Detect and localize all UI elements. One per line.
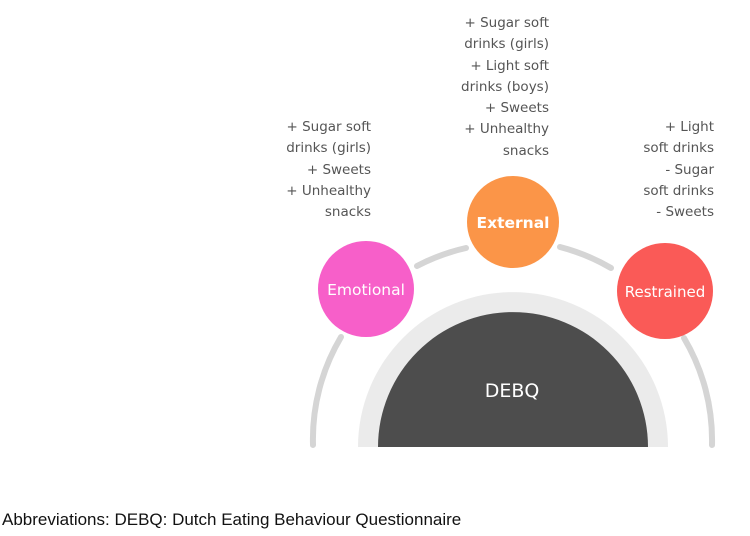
debq-center-shape: [378, 312, 648, 447]
restrained-circle: [617, 243, 713, 339]
restrained-effect-line: + Light: [664, 119, 714, 135]
outer-arc-left-top: [414, 245, 469, 269]
external-effect-line: + Light soft: [470, 57, 549, 74]
restrained-effect-line: - Sweets: [656, 204, 714, 221]
emotional-effects: + Sugar soft drinks (girls) + Sweets + U…: [286, 117, 371, 223]
emotional-effect-line: drinks (girls): [286, 140, 371, 157]
restrained-effect-line: soft drinks: [643, 140, 714, 157]
external-effects: + Sugar soft drinks (girls) + Light soft…: [461, 13, 549, 162]
external-effect-line: drinks (boys): [461, 78, 549, 95]
restrained-label: Restrained: [625, 283, 705, 301]
external-effect-line: drinks (girls): [464, 36, 549, 53]
abbreviations-footnote: Abbreviations: DEBQ: Dutch Eating Behavi…: [2, 510, 462, 529]
emotional-effect-line: + Unhealthy: [286, 182, 371, 199]
external-effect-line: + Sugar soft: [464, 15, 549, 31]
emotional-label: Emotional: [327, 281, 405, 299]
external-label: External: [477, 214, 550, 232]
outer-arc-right-top: [557, 244, 614, 271]
emotional-effect-line: snacks: [324, 204, 371, 221]
emotional-effect-line: + Sweets: [306, 161, 371, 178]
external-effect-line: + Unhealthy: [464, 121, 549, 138]
restrained-effect-line: - Sugar: [665, 161, 714, 178]
debq-diagram: DEBQ Emotional External Restrained: [309, 176, 716, 448]
debq-label: DEBQ: [485, 380, 540, 402]
external-circle: [467, 176, 559, 268]
outer-arc-right: [681, 335, 716, 448]
emotional-effect-line: + Sugar soft: [286, 119, 371, 135]
external-effect-line: snacks: [502, 142, 549, 159]
restrained-effects: + Light soft drinks - Sugar soft drinks …: [643, 117, 714, 223]
emotional-circle: [318, 241, 414, 337]
restrained-effect-line: soft drinks: [643, 182, 714, 199]
external-effect-line: + Sweets: [484, 100, 549, 117]
outer-arc-left: [309, 334, 344, 448]
